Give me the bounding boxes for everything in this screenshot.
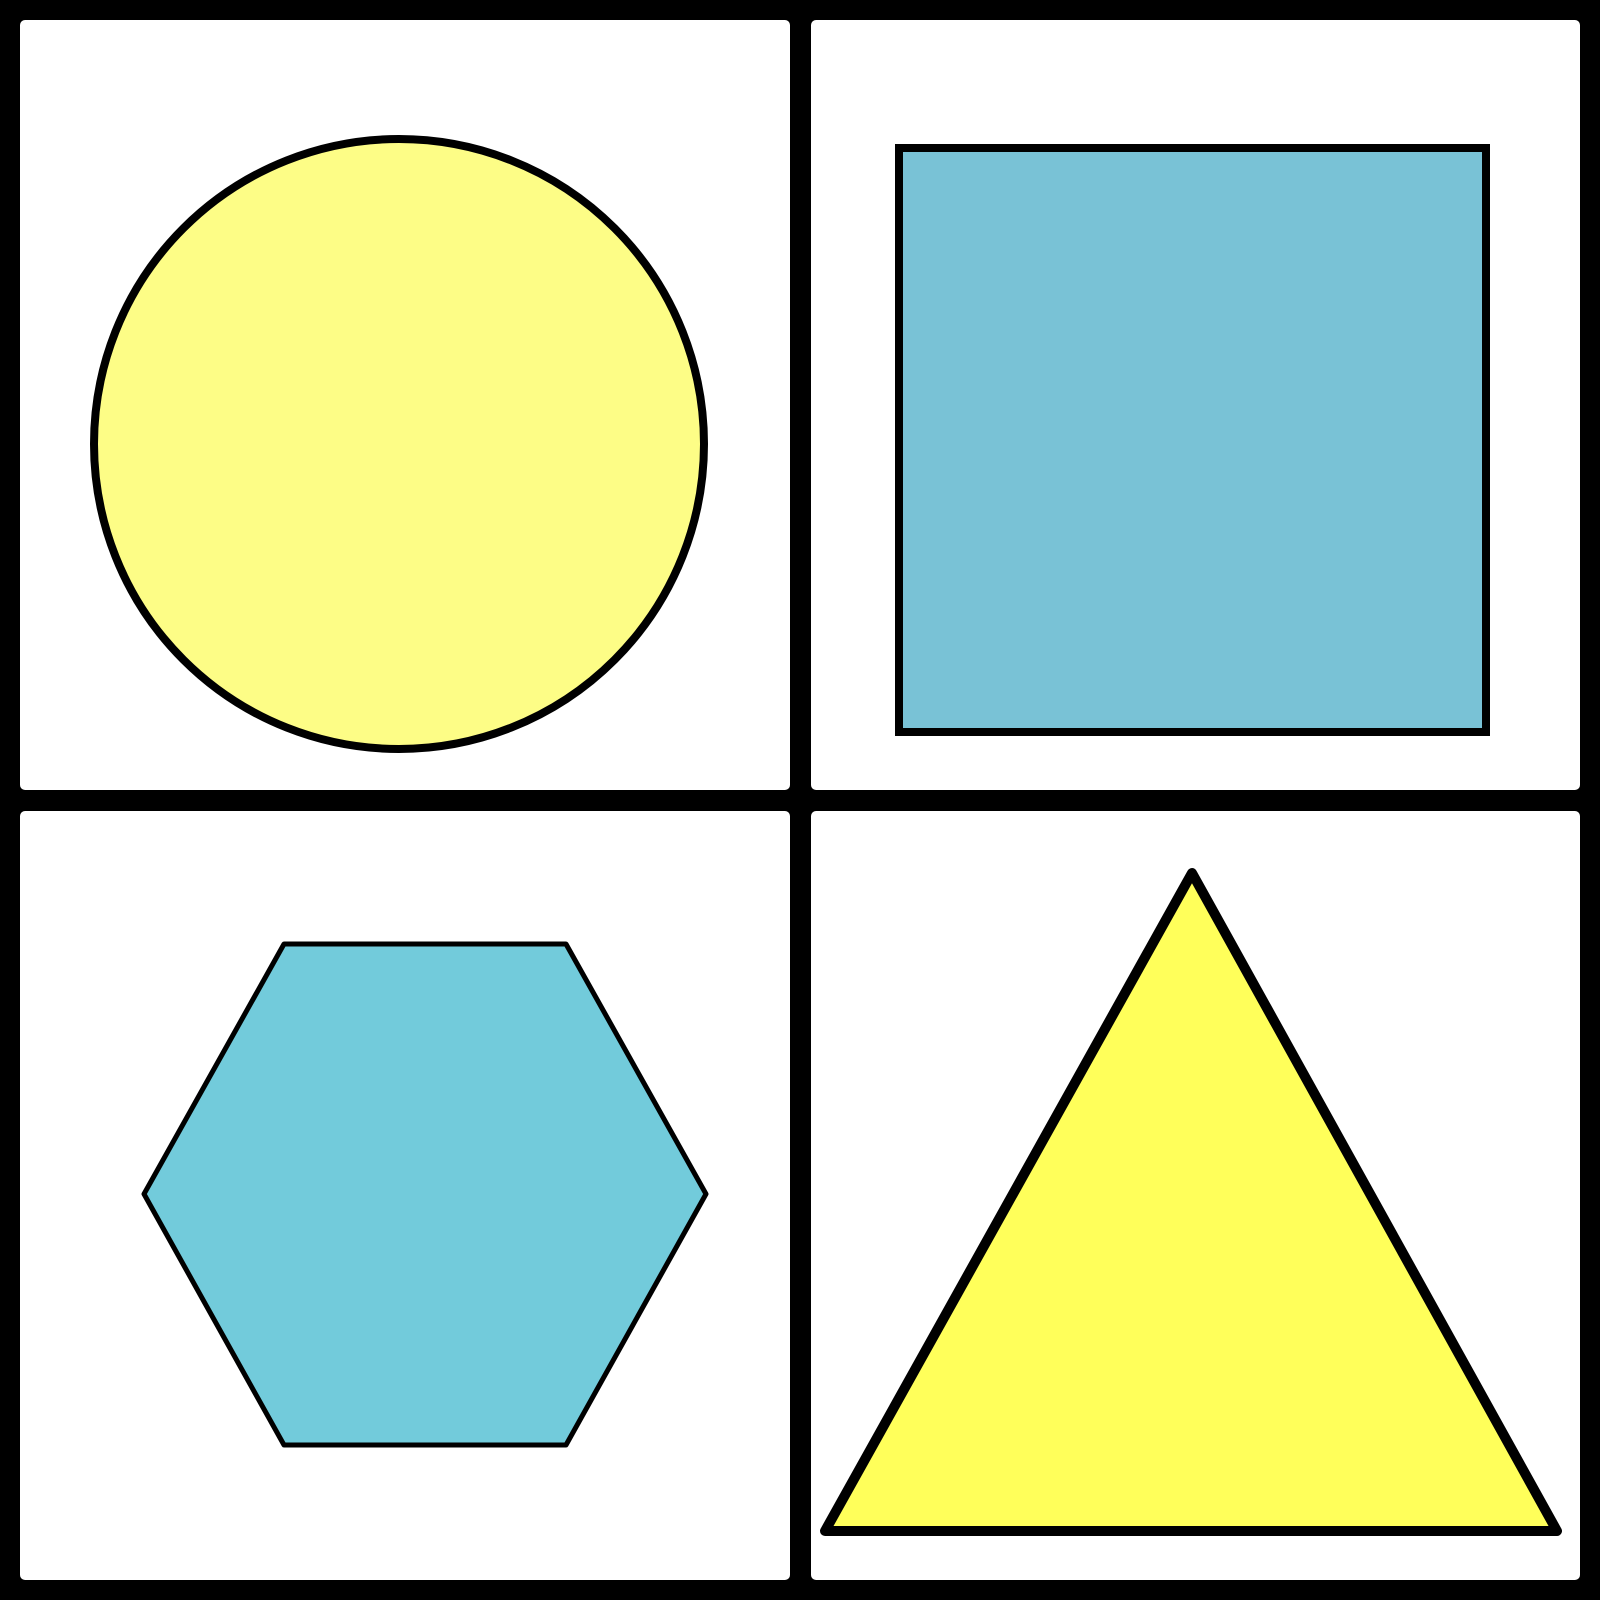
panel-square	[811, 20, 1580, 790]
panel-hexagon	[20, 811, 790, 1580]
panel-triangle	[811, 811, 1580, 1580]
yellow-triangle	[820, 868, 1562, 1536]
triangle-shape-canvas	[820, 868, 1562, 1536]
circle-shape-canvas	[90, 135, 708, 753]
hexagon-shape-canvas	[141, 941, 709, 1448]
blue-square	[895, 144, 1490, 736]
blue-hexagon	[141, 941, 709, 1448]
panel-circle	[20, 20, 790, 790]
yellow-circle	[90, 135, 708, 753]
square-shape-canvas	[895, 144, 1490, 736]
